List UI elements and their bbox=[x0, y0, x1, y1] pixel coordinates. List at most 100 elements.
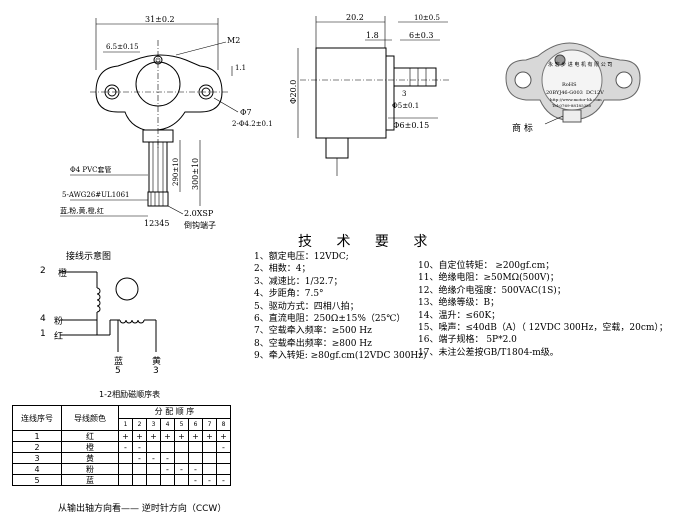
cell bbox=[146, 441, 161, 453]
rotation-footer: 从输出轴方向看—— 逆时针方向（CCW） bbox=[58, 504, 227, 514]
req-item: 10、自定位转矩： ≥200gf.cm； bbox=[418, 261, 555, 271]
wiring-pin3-color: 黄 bbox=[152, 357, 162, 367]
cell bbox=[202, 463, 217, 475]
cell: + bbox=[202, 430, 217, 442]
step-header: 3 bbox=[146, 417, 161, 431]
cell: + bbox=[118, 430, 133, 442]
wiring-pin3: 3 bbox=[153, 366, 159, 376]
req-item: 16、端子规格： 5P*2.0 bbox=[418, 335, 517, 346]
cell: - bbox=[188, 463, 203, 475]
req-item: 1、额定电压：12VDC; bbox=[254, 252, 349, 262]
dim-1-1: 1.1 bbox=[235, 64, 246, 72]
label-pins: 12345 bbox=[144, 219, 169, 228]
req-item: 3、减速比：1/32.7； bbox=[254, 276, 343, 287]
req-item: 2、相数：4； bbox=[254, 264, 311, 275]
table-row: 4 粉 --- bbox=[12, 463, 231, 475]
dim-holes: 2-Φ4.2±0.1 bbox=[232, 120, 273, 128]
wiring-pin1: 1 bbox=[40, 329, 46, 339]
step-header: 5 bbox=[174, 417, 189, 431]
req-item: 11、绝缘电阻：≥50MΩ(500V)； bbox=[418, 273, 559, 284]
cell: - bbox=[188, 474, 203, 486]
table-row: 5 蓝 --- bbox=[12, 474, 231, 486]
header-index: 连线序号 bbox=[12, 405, 62, 431]
dim-width: 31±0.2 bbox=[145, 15, 175, 24]
cell bbox=[188, 441, 203, 453]
req-item: 7、空载牵入频率：≥500 Hz bbox=[254, 326, 372, 337]
cell bbox=[132, 474, 147, 486]
row-index: 3 bbox=[12, 452, 62, 464]
dim-dia20: Φ20.0 bbox=[289, 80, 298, 104]
header-color: 导线颜色 bbox=[61, 405, 119, 431]
row-index: 5 bbox=[12, 474, 62, 486]
req-item: 12、绝缘介电强度：500VAC(1S)； bbox=[418, 285, 566, 296]
req-item: 14、温升：≤60K； bbox=[418, 310, 501, 321]
row-index: 4 bbox=[12, 463, 62, 475]
cell bbox=[118, 474, 133, 486]
cell: - bbox=[160, 452, 175, 464]
step-header: 2 bbox=[132, 417, 147, 431]
cell bbox=[174, 474, 189, 486]
motor-photo: 永 宏 步 进 电 机 有 限 公 司 RoHS 20BYJ46-G003 DC… bbox=[505, 42, 641, 134]
step-header: 6 bbox=[188, 417, 203, 431]
sequence-table: 连线序号 导线颜色 分 配 顺 序 1 2 3 4 5 6 7 8 1 红 ++… bbox=[12, 405, 231, 486]
cell bbox=[118, 463, 133, 475]
dim-6-15: Φ6±0.15 bbox=[393, 121, 429, 130]
cell bbox=[132, 463, 147, 475]
cell: + bbox=[132, 430, 147, 442]
cell: + bbox=[146, 430, 161, 442]
label-m2: M2 bbox=[227, 36, 240, 45]
step-header: 1 bbox=[118, 417, 133, 431]
header-sequence: 分 配 顺 序 bbox=[118, 405, 231, 419]
req-item: 4、步距角：7.5° bbox=[254, 289, 324, 300]
photo-label-url: http://www.motor-hk.com bbox=[550, 97, 602, 102]
row-index: 1 bbox=[12, 430, 62, 442]
cell bbox=[174, 441, 189, 453]
cell: + bbox=[216, 430, 231, 442]
req-item: 8、空载牵出频率：≥800 Hz bbox=[254, 338, 372, 349]
photo-label-model: 20BYJ46-G003 bbox=[546, 90, 583, 96]
cell: + bbox=[188, 430, 203, 442]
wiring-diagram bbox=[60, 271, 157, 352]
cell: + bbox=[160, 430, 175, 442]
req-item: 15、噪声：≤40dB（A）（ 12VDC 300Hz，空载，20cm）； bbox=[418, 323, 668, 334]
wiring-pin4-color: 粉 bbox=[54, 317, 64, 327]
cell bbox=[118, 452, 133, 464]
table-caption: 1-2相励磁顺序表 bbox=[99, 390, 161, 399]
requirements-right: 10、自定位转矩： ≥200gf.cm； 11、绝缘电阻：≥50MΩ(500V)… bbox=[418, 260, 668, 359]
row-color: 红 bbox=[61, 430, 119, 442]
photo-label-tel: Tel:0769-88185380 bbox=[552, 103, 592, 108]
req-item: 17、未注公差按GB/T1804-m级。 bbox=[418, 347, 559, 358]
photo-label-voltage: DC12V bbox=[586, 90, 604, 96]
cell bbox=[174, 452, 189, 464]
wiring-pin5-color: 蓝 bbox=[114, 357, 124, 367]
step-header: 7 bbox=[202, 417, 217, 431]
dim-offset: 6.5±0.15 bbox=[106, 43, 139, 51]
cell bbox=[216, 452, 231, 464]
dim-10: 10±0.5 bbox=[414, 14, 440, 22]
dim-5: Φ5±0.1 bbox=[392, 102, 419, 110]
photo-label-rohs: RoHS bbox=[562, 82, 577, 88]
cell: - bbox=[146, 452, 161, 464]
wiring-title: 接线示意图 bbox=[66, 252, 112, 262]
cell: - bbox=[202, 474, 217, 486]
cell: + bbox=[174, 430, 189, 442]
label-pvc: Φ4 PVC套管 bbox=[70, 165, 112, 174]
side-view: 20.2 10±0.5 1.8 6±0.3 Φ20.0 3 Φ5±0.1 Φ6±… bbox=[289, 13, 450, 176]
wiring-pin5: 5 bbox=[115, 366, 121, 376]
dim-20-2: 20.2 bbox=[346, 13, 364, 22]
wiring-pin4: 4 bbox=[40, 314, 46, 324]
cell: - bbox=[132, 452, 147, 464]
cell bbox=[146, 474, 161, 486]
cell: - bbox=[216, 441, 231, 453]
cell bbox=[202, 452, 217, 464]
cell: - bbox=[160, 463, 175, 475]
row-color: 橙 bbox=[61, 441, 119, 453]
label-colors: 蓝,粉,黄,橙,红 bbox=[60, 206, 104, 215]
cell bbox=[202, 441, 217, 453]
label-awg: 5-AWG26#UL1061 bbox=[62, 191, 130, 199]
dim-6: 6±0.3 bbox=[409, 31, 434, 40]
req-item: 13、绝缘等级：B； bbox=[418, 298, 500, 309]
cell: - bbox=[118, 441, 133, 453]
label-connector2: 倒钩端子 bbox=[184, 220, 216, 230]
